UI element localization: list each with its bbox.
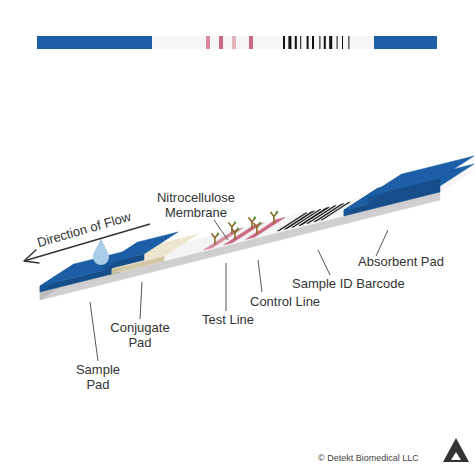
barcode-bar bbox=[319, 36, 320, 49]
flow-arrowhead bbox=[24, 250, 39, 263]
barcode-bar bbox=[299, 207, 330, 226]
logo-inner bbox=[451, 452, 461, 460]
sample-pad-flat bbox=[37, 36, 152, 49]
absorbent-pad-flat bbox=[374, 36, 437, 49]
barcode-bar bbox=[307, 36, 309, 49]
barcode-bar bbox=[321, 202, 350, 220]
absorbent-pad-top bbox=[368, 156, 474, 196]
flat-strip bbox=[37, 36, 437, 49]
antibody-tip bbox=[259, 222, 262, 225]
line-flat bbox=[249, 36, 253, 49]
barcode-bar bbox=[277, 213, 307, 231]
leader-line bbox=[318, 250, 330, 275]
capture-line bbox=[246, 217, 285, 239]
sample-pad-flap bbox=[104, 232, 178, 264]
backing-card bbox=[40, 192, 440, 300]
antibody-symbol bbox=[212, 234, 218, 244]
part-label: Control Line bbox=[250, 294, 350, 309]
capture-line bbox=[224, 223, 263, 245]
barcode-bar bbox=[324, 36, 326, 49]
antibody-tip bbox=[276, 211, 279, 214]
antibody-tip bbox=[217, 233, 220, 236]
barcode-bar bbox=[284, 211, 314, 229]
line-flat bbox=[206, 36, 210, 49]
barcode-bar bbox=[314, 204, 344, 222]
part-label: Absorbent Pad bbox=[358, 254, 468, 269]
antibody-tip bbox=[234, 222, 237, 225]
antibody-tip bbox=[237, 228, 240, 231]
barcode-bar bbox=[307, 206, 337, 224]
leader-line bbox=[226, 263, 227, 311]
barcode-bar bbox=[295, 36, 297, 49]
line-flat bbox=[232, 36, 236, 49]
copyright-note: © Detekt Biomedical LLC bbox=[318, 453, 443, 464]
leader-line bbox=[258, 260, 262, 292]
part-label: Nitrocellulose Membrane bbox=[141, 190, 251, 220]
antibody-symbol bbox=[232, 229, 238, 239]
barcode-bar bbox=[312, 36, 314, 49]
barcode-bar bbox=[283, 36, 285, 49]
part-label: Sample ID Barcode bbox=[292, 276, 422, 291]
part-label: Test Line bbox=[183, 312, 273, 327]
barcode-bar bbox=[329, 36, 332, 49]
antibody-symbol bbox=[254, 223, 260, 233]
sample-drop bbox=[93, 238, 109, 265]
part-label: Sample Pad bbox=[68, 362, 128, 392]
strip-body bbox=[37, 36, 437, 49]
barcode-bar bbox=[337, 36, 338, 49]
barcode-bar bbox=[288, 36, 291, 49]
leader-line bbox=[140, 282, 142, 319]
leader-line bbox=[90, 302, 98, 361]
barcode-bar bbox=[342, 36, 343, 49]
barcode-bar bbox=[348, 36, 349, 49]
barcode-bar bbox=[300, 36, 301, 49]
absorbent-pad bbox=[344, 164, 474, 210]
logo-triangle bbox=[443, 438, 469, 462]
leader-line bbox=[376, 230, 388, 256]
leader-line bbox=[214, 220, 228, 240]
part-label: Conjugate Pad bbox=[104, 320, 176, 350]
line-flat bbox=[219, 36, 223, 49]
antibody-symbol bbox=[271, 212, 277, 222]
antibody-tip bbox=[254, 217, 257, 220]
